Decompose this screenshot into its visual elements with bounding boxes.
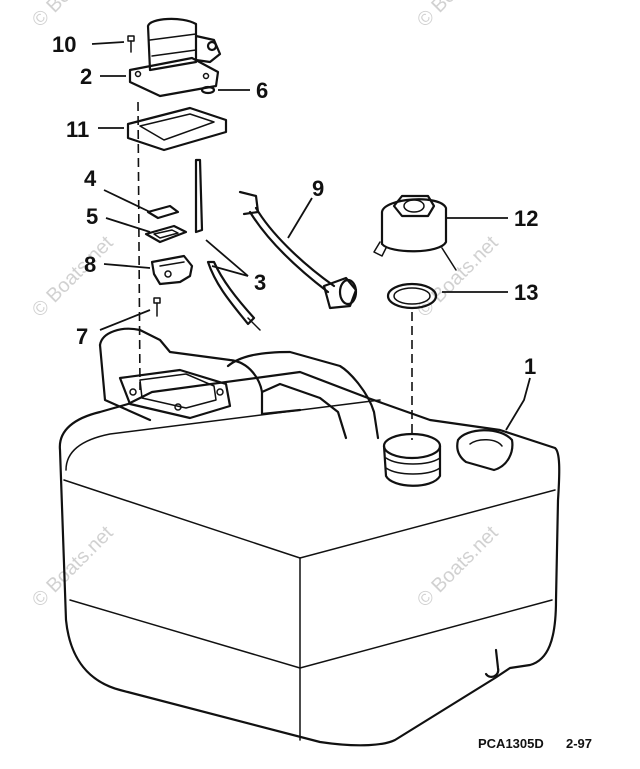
callout-5: 5 [86, 204, 98, 229]
callout-13: 13 [514, 280, 538, 305]
alignment-line-pickup [137, 101, 141, 391]
callout-9: 9 [312, 176, 324, 201]
filler-cap [373, 194, 457, 271]
fuel-pickup-head [128, 17, 222, 98]
watermark-mid-right: © Boats.net [413, 232, 503, 322]
diagram-code: PCA1305D [478, 736, 544, 751]
pickup-tube [194, 158, 261, 331]
callout-4: 4 [84, 166, 97, 191]
callout-8: 8 [84, 252, 96, 277]
check-valve-bracket [150, 254, 194, 286]
diagram-date: 2-97 [566, 736, 592, 751]
o-ring [200, 85, 216, 95]
callout-6: 6 [256, 78, 268, 103]
callout-12: 12 [514, 206, 538, 231]
callout-2: 2 [80, 64, 92, 89]
callout-1: 1 [524, 354, 536, 379]
callout-7: 7 [76, 324, 88, 349]
watermark-top-right: © Boats.net [413, 0, 503, 32]
screw-lower [153, 297, 161, 317]
callout-10: 10 [52, 32, 76, 57]
fuel-tank [58, 327, 561, 747]
retainer-gasket [144, 224, 188, 244]
pickup-gasket [126, 106, 228, 152]
retainer-plate [146, 204, 180, 220]
watermark-mid-left: © Boats.net [28, 232, 118, 322]
callout-numbers: 10 2 6 11 4 5 8 3 7 9 12 13 1 [52, 32, 538, 379]
callout-11: 11 [66, 117, 89, 142]
watermark-top-left: © Boats.net [28, 0, 118, 32]
screw-top [127, 35, 135, 53]
leader-lines [91, 41, 531, 431]
cap-gasket [386, 282, 438, 310]
watermark-low-right: © Boats.net [413, 522, 503, 612]
watermark-low-left: © Boats.net [28, 522, 118, 612]
fuel-gauge-float [238, 190, 358, 310]
callout-3: 3 [254, 270, 266, 295]
